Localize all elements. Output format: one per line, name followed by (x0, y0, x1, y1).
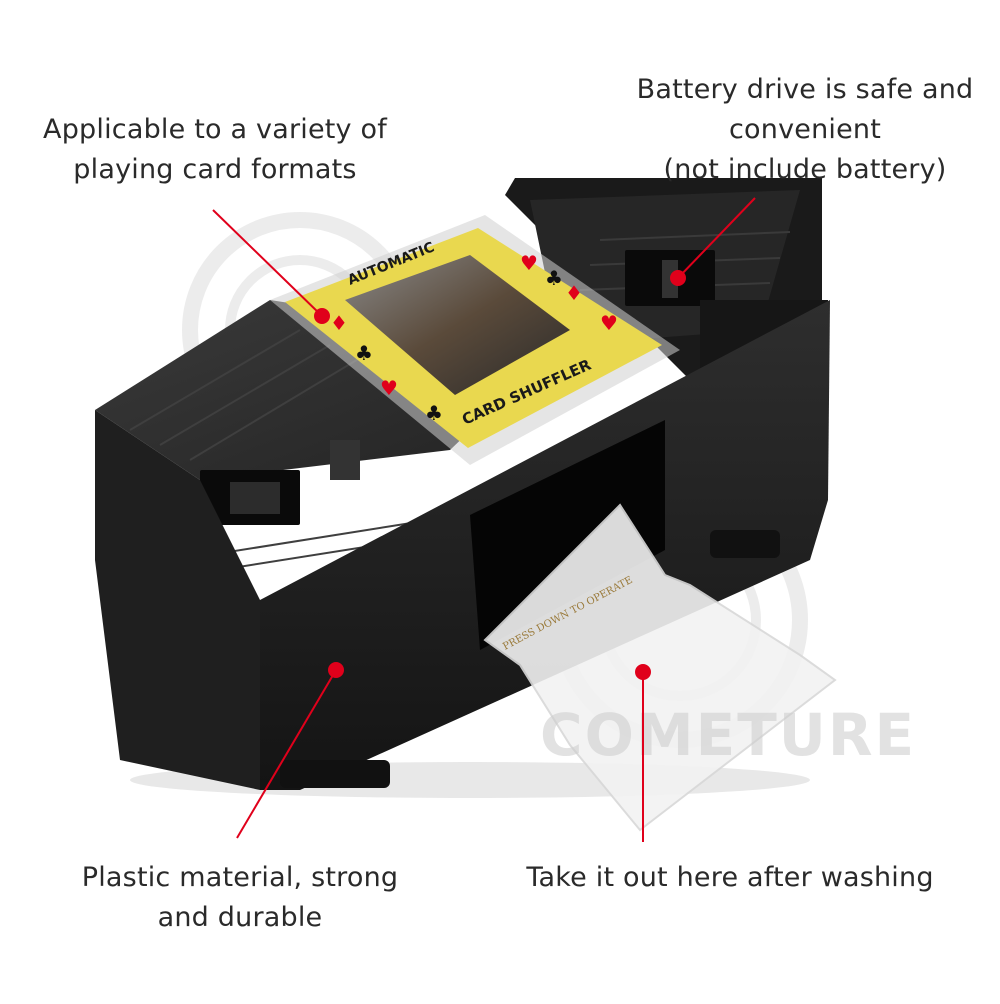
card-window (345, 255, 570, 395)
pointer-dot (635, 664, 651, 680)
clear-tray[interactable] (483, 503, 837, 832)
club-icon: ♣ (425, 401, 443, 425)
center-opening (470, 420, 665, 650)
caption-battery: Battery drive is safe and convenient (no… (620, 70, 990, 190)
caption-line: (not include battery) (663, 154, 947, 185)
caption-line: Take it out here after washing (526, 862, 934, 893)
heart-icon: ♥ (520, 251, 538, 275)
caption-material: Plastic material, strong and durable (60, 858, 420, 938)
heart-icon: ♥ (600, 311, 618, 335)
caption-card-formats: Applicable to a variety of playing card … (20, 110, 410, 190)
pointer-dot (670, 270, 686, 286)
pointer-dot (314, 308, 330, 324)
caption-line: Applicable to a variety of (43, 114, 387, 145)
watermark-text: COMETURE (540, 701, 916, 769)
diamond-icon: ♦ (565, 281, 583, 305)
caption-line: Battery drive is safe and (636, 74, 974, 105)
pointer-line (236, 669, 337, 839)
caption-line: and durable (157, 902, 323, 933)
heart-icon: ♥ (380, 376, 398, 400)
knob-icon (330, 440, 360, 480)
pointer-line (212, 209, 323, 317)
foot (280, 760, 390, 788)
pointer-dot (328, 662, 344, 678)
gear-icon (230, 482, 280, 514)
gear-icon (662, 260, 678, 298)
foot (710, 530, 780, 558)
caption-line: playing card formats (73, 154, 357, 185)
caption-line: Plastic material, strong (81, 862, 399, 893)
club-icon: ♣ (545, 266, 563, 290)
caption-tray: Take it out here after washing (510, 858, 950, 898)
diamond-icon: ♦ (330, 311, 348, 335)
caption-line: convenient (729, 114, 881, 145)
left-side-panel (95, 410, 260, 790)
club-icon: ♣ (355, 341, 373, 365)
pointer-line (677, 197, 756, 279)
